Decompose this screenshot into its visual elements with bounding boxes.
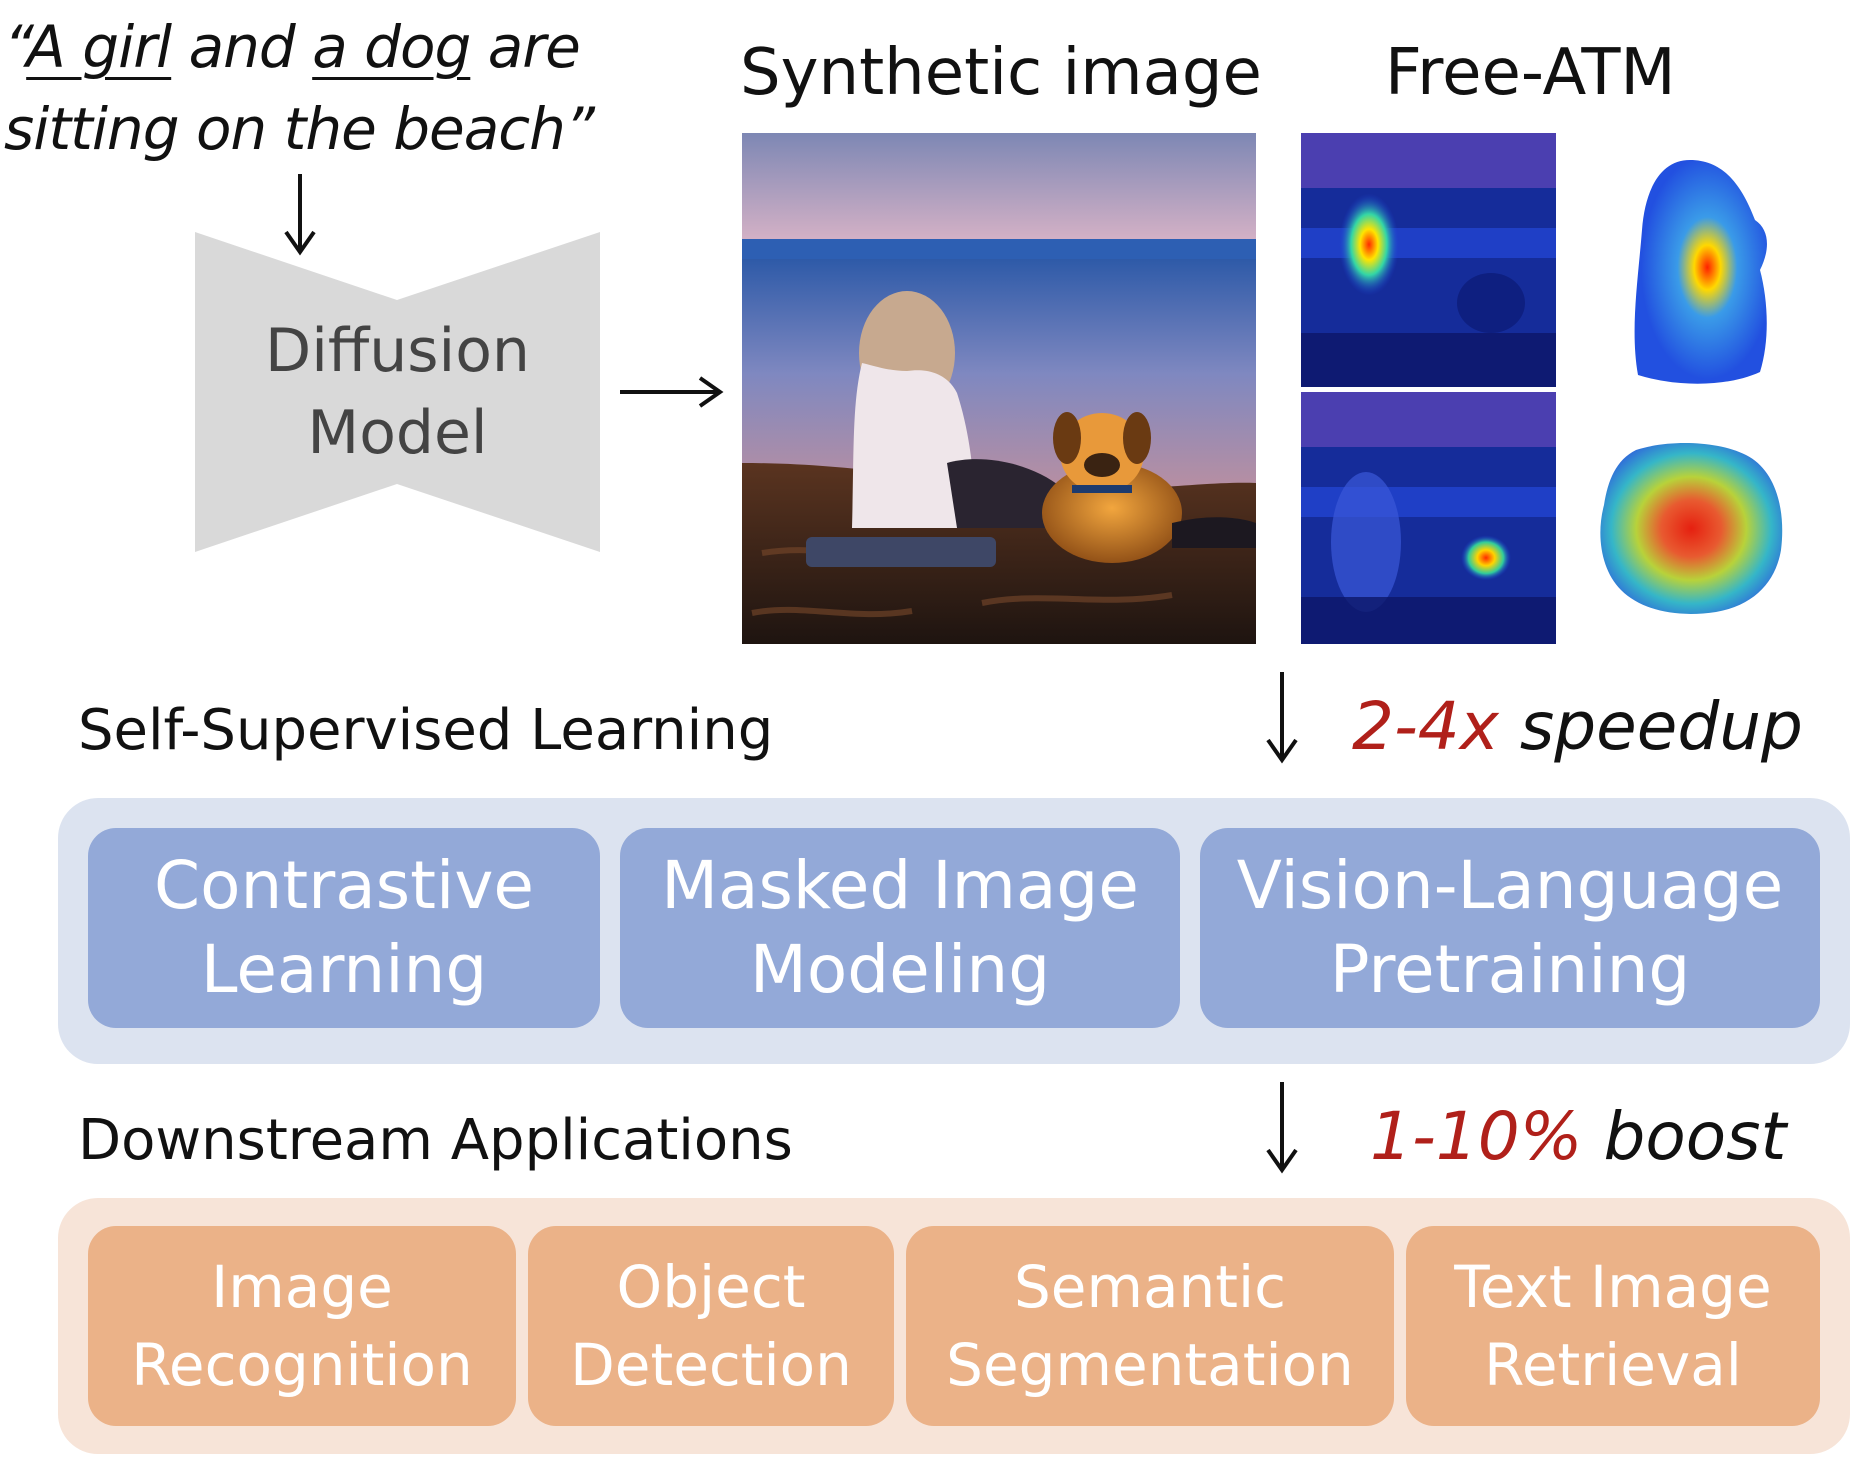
arrow-down-ssl-icon	[1266, 672, 1298, 764]
free-atm-heading: Free-ATM	[1385, 36, 1676, 110]
method-masked-image-modeling: Masked Image Modeling	[620, 828, 1180, 1028]
boost-value: 1-10%	[1370, 1098, 1583, 1175]
prompt-line-1: “A girl and a dog are	[4, 13, 581, 81]
arrow-down-downstream-icon	[1266, 1082, 1298, 1174]
downstream-apps-panel: Image Recognition Object Detection Seman…	[58, 1198, 1850, 1454]
diffusion-model-block: Diffusion Model	[195, 232, 600, 552]
arrow-down-to-diffusion-icon	[284, 174, 316, 256]
underlined-a-dog: a dog	[312, 13, 471, 81]
app-object-detection: Object Detection	[528, 1226, 894, 1426]
text-prompt: “A girl and a dog are sitting on the bea…	[4, 6, 644, 170]
girl-crop-heatmap	[1620, 150, 1780, 390]
diffusion-model-label: Diffusion Model	[265, 316, 530, 468]
synthetic-image-heading: Synthetic image	[740, 36, 1262, 110]
ssl-speedup-stat: 2-4x speedup	[1352, 688, 1803, 765]
method-vision-language-pretraining: Vision-Language Pretraining	[1200, 828, 1820, 1028]
downstream-boost-stat: 1-10% boost	[1370, 1098, 1786, 1175]
synthetic-beach-image	[742, 133, 1256, 644]
speedup-text: speedup	[1498, 688, 1803, 765]
app-image-recognition: Image Recognition	[88, 1226, 516, 1426]
method-contrastive-learning: Contrastive Learning	[88, 828, 600, 1028]
ssl-methods-panel: Contrastive Learning Masked Image Modeli…	[58, 798, 1850, 1064]
app-text-image-retrieval: Text Image Retrieval	[1406, 1226, 1820, 1426]
ssl-section-title: Self-Supervised Learning	[78, 698, 774, 763]
free-atm-dog-heatmap	[1301, 392, 1556, 644]
app-semantic-segmentation: Semantic Segmentation	[906, 1226, 1394, 1426]
diffusion-model-shape	[195, 232, 600, 552]
boost-text: boost	[1582, 1098, 1787, 1175]
arrow-right-to-image-icon	[620, 376, 724, 408]
speedup-value: 2-4x	[1352, 688, 1499, 765]
free-atm-girl-heatmap	[1301, 133, 1556, 387]
prompt-line-2: sitting on the beach”	[4, 95, 595, 163]
dog-crop-heatmap	[1596, 440, 1786, 615]
downstream-section-title: Downstream Applications	[78, 1108, 793, 1173]
underlined-a-girl: A girl	[26, 13, 172, 81]
